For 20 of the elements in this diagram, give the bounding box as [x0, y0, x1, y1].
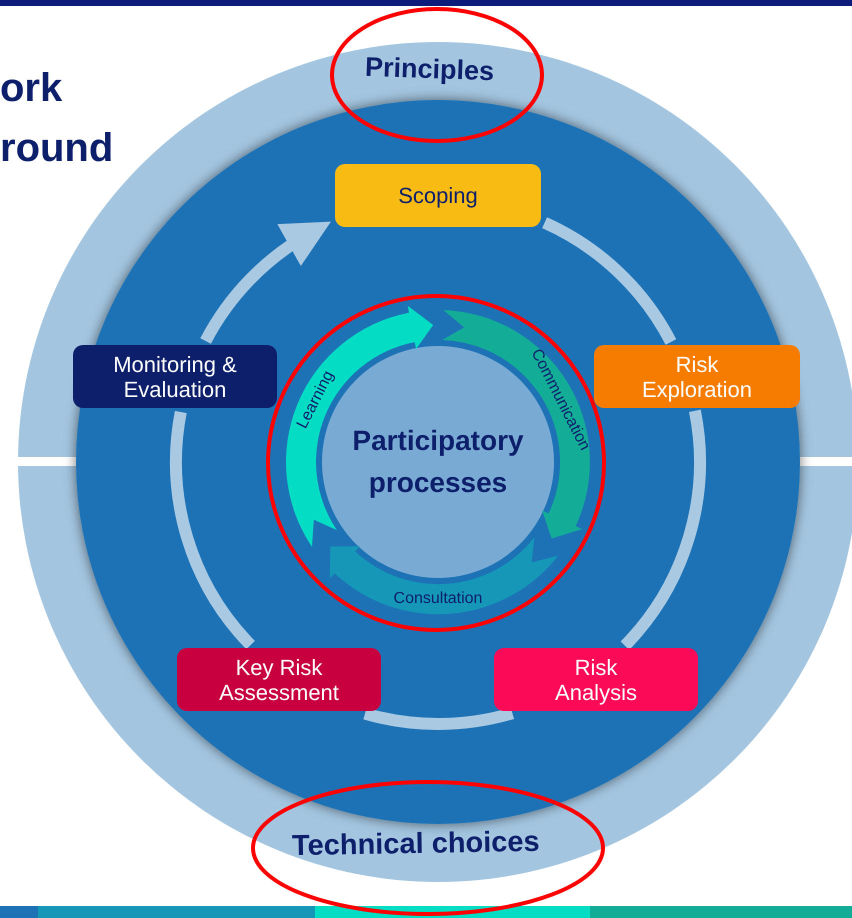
process-box — [594, 345, 800, 408]
heading-text: ork — [0, 68, 62, 108]
center-label: Participatory processes — [351, 424, 525, 500]
box-label: Risk Analysis — [554, 654, 638, 704]
process-box — [73, 345, 277, 408]
ring-label: Principles — [364, 54, 494, 86]
ring-label: Technical choices — [292, 828, 540, 862]
process-box — [335, 164, 541, 227]
box-label: Monitoring & Evaluation — [112, 352, 238, 402]
cycle-connector — [620, 410, 706, 650]
arrow-label: Consultation — [394, 590, 482, 607]
process-box — [494, 648, 698, 711]
cycle-arrow — [200, 220, 330, 344]
process-box — [177, 648, 381, 711]
box-label: Key Risk Assessment — [218, 654, 340, 704]
cycle-connector — [542, 217, 676, 346]
heading-text: round — [0, 128, 114, 168]
box-label: Risk Exploration — [640, 352, 754, 402]
cycle-connector — [170, 411, 256, 650]
box-label: Scoping — [398, 183, 478, 208]
